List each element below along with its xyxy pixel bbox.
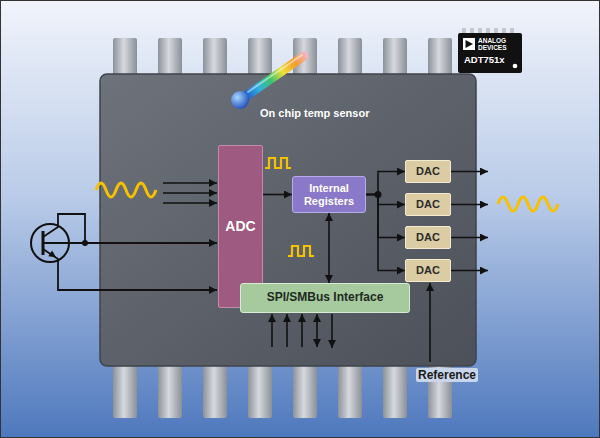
logo-square [463, 38, 475, 50]
output-arrow [451, 237, 488, 239]
block-label: SPI/SMBus Interface [267, 291, 384, 305]
bus-arrow [286, 314, 288, 347]
dac-block: DAC [405, 226, 451, 249]
output-arrow [451, 204, 488, 206]
block-label: DAC [416, 231, 440, 244]
analog-wave [498, 197, 558, 211]
block-label: DAC [416, 165, 440, 178]
package-icon [458, 33, 522, 73]
reference-arrow [429, 283, 431, 362]
thermometer-highlight [248, 55, 302, 92]
dac-block: DAC [405, 259, 451, 282]
analog-wave [96, 183, 156, 197]
bus-arrow [331, 314, 333, 348]
part-number: ADT751x [464, 55, 519, 65]
interface-block: SPI/SMBus Interface [240, 283, 410, 313]
digital-wave [288, 246, 314, 256]
reference-label: Reference [416, 368, 478, 382]
data-arrow [263, 194, 292, 196]
chip-logo: ANALOG DEVICES ADT751x [460, 35, 520, 71]
data-bus-arrow [366, 195, 405, 238]
output-arrow [451, 171, 488, 173]
thermometer-bulb [231, 91, 249, 109]
brand-name: ANALOG DEVICES [478, 38, 518, 52]
pin1-dot [513, 64, 518, 69]
data-bus-arrow [366, 195, 405, 205]
thermometer [246, 56, 304, 96]
input-arrow [163, 202, 217, 204]
sensor-label: On chip temp sensor [258, 107, 371, 119]
block-label: DAC [416, 264, 440, 277]
digital-wave [265, 158, 291, 168]
sensor-wire [43, 242, 217, 244]
sensor-wire [43, 214, 85, 243]
data-bus-arrow [366, 195, 405, 271]
block-label: DAC [416, 198, 440, 211]
data-bus-arrow [366, 172, 405, 195]
chip-body [100, 74, 476, 366]
output-arrow [451, 270, 488, 272]
input-arrow [163, 192, 217, 194]
block-label: Internal Registers [297, 182, 361, 207]
bus-arrow [271, 314, 273, 347]
register-block: Internal Registers [292, 176, 366, 213]
junction-dot [82, 240, 88, 246]
bus-arrow [316, 314, 318, 347]
block-label: ADC [225, 218, 255, 234]
emitter-arrow [48, 251, 56, 258]
dac-block: DAC [405, 193, 451, 216]
logo-triangle [466, 40, 474, 48]
data-arrow [328, 213, 330, 283]
sensor-wire [43, 249, 217, 290]
dac-block: DAC [405, 160, 451, 183]
input-arrow [163, 182, 217, 184]
bus-arrow [301, 314, 303, 347]
